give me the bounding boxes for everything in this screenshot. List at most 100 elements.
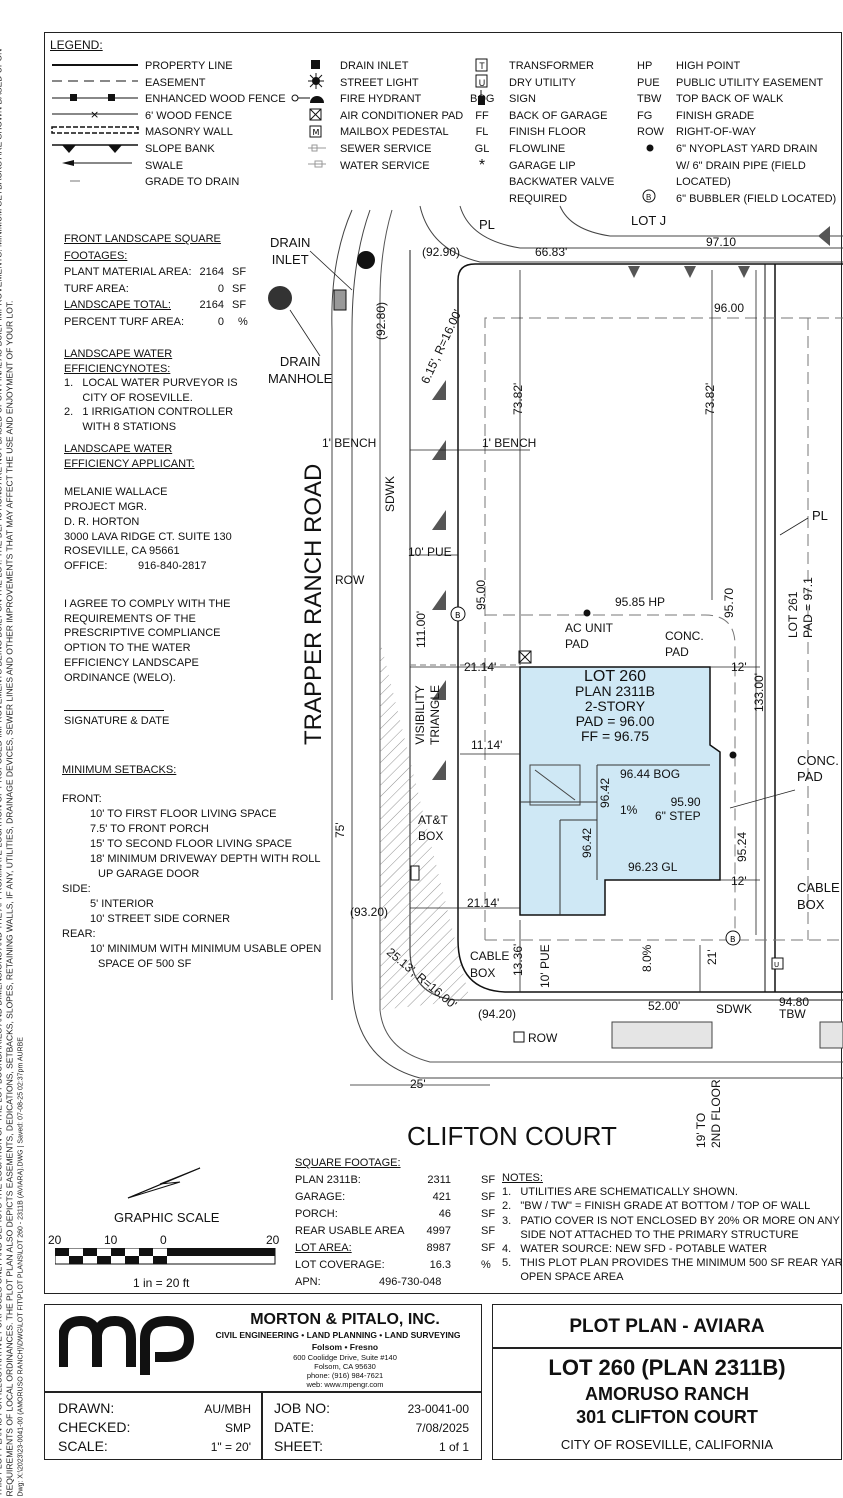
- legend-title: LEGEND:: [50, 38, 103, 52]
- sqft-row: LOT COVERAGE:16.3%: [295, 1259, 491, 1271]
- legend-abbr: FG: [637, 109, 653, 122]
- legend-item: GARAGE LIP: [509, 159, 576, 172]
- lot-info: LOT 260 PLAN 2311B 2-STORY PAD = 96.00 F…: [560, 669, 670, 744]
- scale-tick: 20: [48, 1233, 62, 1247]
- street-name-clifton-court: CLIFTON COURT: [407, 1121, 617, 1151]
- legend-symbols: × M: [51, 58, 656, 203]
- site-plan: B B U: [268, 205, 843, 1086]
- applicant-title: EFFICIENCY APPLICANT:: [64, 457, 195, 470]
- scale-value: 1" = 20': [210, 1440, 251, 1454]
- label-elev: (93.20): [350, 905, 389, 919]
- company-services: CIVIL ENGINEERING • LAND PLANNING • LAND…: [215, 1330, 461, 1340]
- legend-item: FLOWLINE: [509, 142, 566, 155]
- water-efficiency-notes: LANDSCAPE WATER EFFICIENCYNOTES: 1. LOCA…: [64, 347, 238, 434]
- legend-item: PROPERTY LINE: [145, 60, 233, 72]
- setback-line: SPACE OF 500 SF: [98, 958, 192, 970]
- job-label: JOB NO:: [274, 1400, 331, 1416]
- legend-abbr: GL: [474, 142, 490, 155]
- label-bog: 96.44 BOG: [620, 767, 681, 781]
- lot-title: LOT 260 (PLAN 2311B): [548, 1355, 786, 1380]
- pad-label: PAD = 96.00: [575, 713, 655, 729]
- legend-abbr: PUE: [637, 76, 660, 89]
- setback-line: 18' MINIMUM DRIVEWAY DEPTH WITH ROLL: [90, 853, 321, 865]
- legend-item: 6" BUBBLER (FIELD LOCATED): [676, 192, 837, 205]
- drawn-block: DRAWN: CHECKED: SCALE: AU/MBH SMP 1" = 2…: [44, 1392, 262, 1460]
- water-title: LANDSCAPE WATER: [64, 348, 173, 360]
- svg-text:M: M: [313, 128, 320, 137]
- label-dim: 75': [333, 822, 347, 838]
- label-slope: 8.0%: [640, 944, 654, 972]
- legend-item: PUBLIC UTILITY EASEMENT: [676, 76, 824, 89]
- drawing-sheet: [44, 32, 842, 1294]
- legend-item: EASEMENT: [145, 76, 206, 89]
- scale-ratio: 1 in = 20 ft: [133, 1276, 190, 1290]
- job-block: JOB NO: DATE: SHEET: 23-0041-00 7/08/202…: [262, 1392, 482, 1460]
- company-address: Folsom, CA 95630: [314, 1362, 376, 1371]
- label-visibility-triangle: VISIBILITY TRIANGLE: [413, 684, 442, 745]
- note-item: 4. WATER SOURCE: NEW SFD - POTABLE WATER: [502, 1243, 768, 1256]
- setback-line: FRONT:: [62, 793, 102, 805]
- applicant-line: MELANIE WALLACE: [64, 486, 168, 499]
- label-step: 95.90 6" STEP: [655, 795, 701, 823]
- label-pue: 10' PUE: [538, 944, 552, 988]
- setback-line: UP GARAGE DOOR: [98, 868, 200, 880]
- lot-label: LOT 260: [584, 668, 646, 685]
- setback-line: REAR:: [62, 928, 96, 940]
- legend-item: TRANSFORMER: [509, 60, 594, 72]
- company-contact: 600 Coolidge Drive, Suite #140 Folsom, C…: [210, 1353, 480, 1389]
- label-dim: 21.14': [464, 660, 497, 674]
- svg-text:×: ×: [90, 108, 99, 121]
- label-elev: (92.80): [374, 301, 388, 340]
- applicant-line: 3000 LAVA RIDGE CT. SUITE 130: [64, 530, 232, 543]
- water-note: 1. LOCAL WATER PURVEYOR IS: [64, 377, 238, 389]
- agree-line: ORDINANCE (WELO).: [64, 671, 176, 684]
- note-item: 1. UTILITIES ARE SCHEMATICALLY SHOWN.: [502, 1186, 738, 1199]
- label-bench: 1' BENCH: [482, 436, 537, 450]
- label-garage-lip: 96.23 GL: [628, 860, 678, 874]
- legend-item: 6' WOOD FENCE: [145, 109, 233, 122]
- signature-line: [64, 710, 164, 711]
- label-dim: 21.14': [467, 896, 500, 910]
- label-ac-pad: AC UNIT PAD: [565, 621, 613, 651]
- stories-label: 2-STORY: [584, 698, 646, 714]
- landscape-row: PERCENT TURF AREA:0%: [64, 315, 248, 328]
- label-pl-right: PL: [812, 508, 828, 523]
- site-address: 301 CLIFTON COURT: [576, 1407, 758, 1427]
- legend-item: HIGH POINT: [676, 60, 741, 72]
- agree-line: EFFICIENCY LANDSCAPE: [64, 656, 199, 669]
- label-dim: 52.00': [648, 999, 681, 1013]
- legend-item: DRAIN INLET: [340, 60, 409, 72]
- water-note: WITH 8 STATIONS: [64, 420, 177, 433]
- legend-item: GRADE TO DRAIN: [145, 176, 240, 189]
- label-dim: 11.14': [471, 738, 503, 752]
- label-elev: 95.24: [735, 831, 749, 862]
- agree-line: PRESCRIPTIVE COMPLIANCE: [64, 627, 221, 640]
- label-slope: 1%: [620, 803, 638, 817]
- general-notes: NOTES: 1. UTILITIES ARE SCHEMATICALLY SH…: [502, 1171, 843, 1285]
- notes-title: NOTES:: [502, 1172, 543, 1184]
- date-label: DATE:: [274, 1419, 315, 1435]
- label-row: ROW: [335, 573, 365, 587]
- setbacks-title: MINIMUM SETBACKS:: [62, 764, 177, 776]
- label-lot-j: LOT J: [631, 213, 667, 228]
- graphic-scale-title: GRAPHIC SCALE: [114, 1210, 220, 1225]
- note-item: 5. THIS PLOT PLAN PROVIDES THE MINIMUM 5…: [502, 1257, 843, 1270]
- label-drain-inlet: DRAIN INLET: [270, 235, 311, 267]
- drawn-values: AU/MBH SMP 1" = 20': [204, 1400, 251, 1457]
- plan-title: PLOT PLAN - AVIARA: [569, 1316, 765, 1337]
- company-logo: [59, 1315, 195, 1375]
- label-elev: 96.42: [598, 777, 612, 808]
- label-elev: 95.70: [722, 587, 736, 618]
- note-item: 3. PATIO COVER IS NOT ENCLOSED BY 20% OR…: [502, 1214, 840, 1227]
- setback-line: 10' STREET SIDE CORNER: [90, 913, 231, 925]
- scale-bar: [55, 1248, 276, 1265]
- legend-item: REQUIRED: [509, 192, 568, 205]
- label-pue: 10' PUE: [408, 545, 452, 559]
- scale-tick: 10: [104, 1233, 118, 1247]
- drawn-value: AU/MBH: [204, 1402, 251, 1416]
- sheet-label: SHEET:: [274, 1438, 324, 1454]
- sqft-title: SQUARE FOOTAGE:: [295, 1157, 401, 1169]
- legend-item: SLOPE BANK: [145, 142, 215, 155]
